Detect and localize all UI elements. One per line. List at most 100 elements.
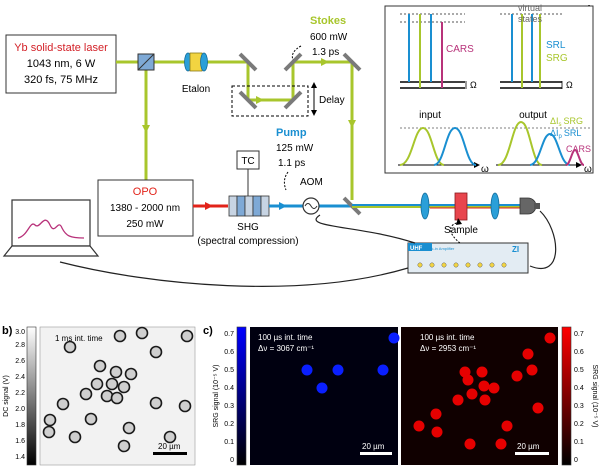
panel-c-right-ticks: 0 0.1 0.2 0.3 0.4 0.5 0.6 0.7 <box>574 331 584 464</box>
panel-b-particle <box>63 340 77 354</box>
panel-c-right-particle <box>466 388 478 400</box>
svg-text:2.0: 2.0 <box>15 406 25 413</box>
energy-diagram-inset: CARS Ω virtual states SRL SRG Ω input ou… <box>384 3 594 175</box>
panel-c-right-line1: 100 µs int. time <box>420 333 475 342</box>
delay-label: Delay <box>319 95 345 106</box>
panel-c-left-particle <box>377 364 389 376</box>
etalon-label: Etalon <box>182 84 210 95</box>
svg-text:0.3: 0.3 <box>574 403 584 410</box>
panel-b-particle <box>149 396 163 410</box>
panel-c-colorbar-left <box>236 326 247 466</box>
stokes-beam <box>116 60 354 200</box>
panel-c-left-particle <box>316 382 328 394</box>
shg-sublabel: (spectral compression) <box>197 236 298 247</box>
panel-c-right-particle <box>511 370 523 382</box>
svg-text:0: 0 <box>230 457 234 464</box>
svg-text:0.7: 0.7 <box>574 331 584 338</box>
panel-c-right-particle <box>526 364 538 376</box>
aom-label: AOM <box>300 177 323 188</box>
laser-spec-1: 1043 nm, 6 W <box>27 58 96 70</box>
lens-1 <box>420 192 430 220</box>
panel-c-left-line2: Δν = 3067 cm⁻¹ <box>258 344 314 353</box>
panel-b-annotation: 1 ms int. time <box>55 334 103 343</box>
panel-b-scalebar-label: 20 µm <box>158 442 181 451</box>
panel-b-particle <box>113 329 127 343</box>
panel-c-right-image <box>401 327 558 465</box>
delay-line-mirrors <box>238 52 362 110</box>
panel-c-right-scalebar-label: 20 µm <box>517 442 540 451</box>
inset-omega-axis-2: ω <box>584 164 592 175</box>
svg-text:2.2: 2.2 <box>15 390 25 397</box>
panel-c-right-particle <box>413 420 425 432</box>
panel-b-particle <box>79 387 93 401</box>
inset-srl-label: SRL <box>546 40 566 51</box>
inset-input-label: input <box>419 110 441 121</box>
inset-omega-axis-1: ω <box>481 164 489 175</box>
inset-omega-label: Ω <box>470 80 477 90</box>
pump-label: Pump 125 mW 1.1 ps <box>276 127 314 191</box>
svg-text:0.6: 0.6 <box>224 349 234 356</box>
shg-crystal: SHG (spectral compression) <box>197 195 299 247</box>
svg-text:0.2: 0.2 <box>224 421 234 428</box>
pump-power: 125 mW <box>276 143 314 154</box>
panel-b-particle <box>117 439 131 453</box>
panel-b-cells <box>42 326 194 453</box>
panel-b-label: b) <box>2 325 13 337</box>
panel-c-left-line1: 100 µs int. time <box>258 333 313 342</box>
panel-c-colorbar-left-label: SRG signal (10⁻⁵ V) <box>213 364 220 427</box>
svg-text:2.4: 2.4 <box>15 374 25 381</box>
stokes-power: 600 mW <box>310 32 348 43</box>
panel-c-right-scalebar <box>515 452 549 455</box>
panel-c-label: c) <box>203 325 213 337</box>
panel-c-right-particle <box>431 426 443 438</box>
svg-text:0.1: 0.1 <box>224 439 234 446</box>
svg-text:0.2: 0.2 <box>574 421 584 428</box>
inset-virtual-states-1: virtual <box>518 3 542 13</box>
panel-b-particle <box>149 345 163 359</box>
panel-c-left-cells <box>301 332 400 394</box>
panel-c-right-particle <box>430 408 442 420</box>
svg-text:0.6: 0.6 <box>574 349 584 356</box>
stokes-duration: 1.3 ps <box>312 47 339 58</box>
shg-label: SHG <box>237 222 259 233</box>
panel-c-colorbar-right-label: SRG signal (10⁻⁵ V) <box>591 364 598 427</box>
inset-cars-label: CARS <box>446 44 474 55</box>
panel-c-right-particle <box>522 348 534 360</box>
panel-c-right-particle <box>476 366 488 378</box>
svg-text:0.5: 0.5 <box>574 367 584 374</box>
svg-text:0.4: 0.4 <box>224 385 234 392</box>
panel-b-particle <box>68 430 82 444</box>
svg-text:1.4: 1.4 <box>15 454 25 461</box>
panel-b-particle <box>109 365 123 379</box>
sample: Sample <box>444 192 478 236</box>
panel-c-right-particle <box>488 382 500 394</box>
panel-c-right-particle <box>532 402 544 414</box>
opo-spec-2: 250 mW <box>126 219 164 230</box>
panel-c-right-particle <box>501 420 513 432</box>
panel-c-left-scalebar <box>360 452 392 455</box>
panel-b-particle <box>163 430 177 444</box>
panel-c-left-ticks: 0 0.1 0.2 0.3 0.4 0.5 0.6 0.7 <box>224 331 234 464</box>
photodetector <box>519 197 540 215</box>
panel-c-right-particle <box>544 332 556 344</box>
panel-b-ticks: 1.4 1.6 1.8 2.0 2.2 2.4 2.6 2.8 3.0 <box>15 329 25 461</box>
inset-omega-label-2: Ω <box>566 80 573 90</box>
panel-b-particle <box>178 399 192 413</box>
opo-spec-1: 1380 - 2000 nm <box>110 203 180 214</box>
panel-b-particle <box>42 425 56 439</box>
svg-text:0.3: 0.3 <box>224 403 234 410</box>
stokes-label: Stokes 600 mW 1.3 ps <box>291 15 348 61</box>
panel-b-particle <box>122 421 136 435</box>
panel-b-particle <box>117 380 131 394</box>
lockin-sub: Lock-in Amplifier <box>425 246 455 251</box>
inset-virtual-states-2: states <box>518 14 543 24</box>
panel-c-left-scalebar-label: 20 µm <box>362 442 385 451</box>
svg-text:0.5: 0.5 <box>224 367 234 374</box>
svg-text:2.6: 2.6 <box>15 358 25 365</box>
panel-c-right-particle <box>479 394 491 406</box>
opo-box: OPO 1380 - 2000 nm 250 mW <box>97 179 194 237</box>
svg-text:0: 0 <box>574 457 578 464</box>
pump-duration: 1.1 ps <box>278 158 305 169</box>
